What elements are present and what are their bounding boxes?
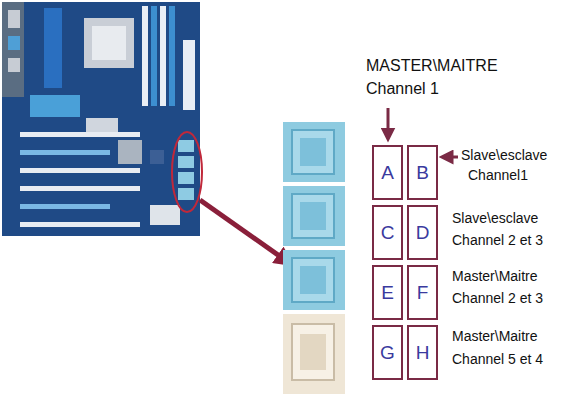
channel-label: Channel 1 [366,80,439,98]
port-letter: H [416,342,430,364]
zoom-arrow [200,200,288,262]
channel-label: MASTER\MAITRE [366,57,498,75]
motherboard [2,2,200,236]
channel-label: Slave\esclave [452,210,538,226]
port-letter: F [417,282,429,304]
sata-port-box: A [372,145,403,200]
leader-arrow [443,156,458,159]
port-letter: D [416,222,430,244]
port-letter: E [381,282,394,304]
channel-label: Slave\esclave [461,147,547,163]
leader-arrow [387,108,390,138]
channel-label: Channel 2 et 3 [452,232,543,248]
sata-port-box: D [407,205,438,260]
sata-ports-zoom [283,122,345,394]
port-letter: B [416,162,429,184]
channel-label: Master\Maitre [452,268,538,284]
port-letter: C [381,222,395,244]
highlight-ellipse [172,132,202,212]
sata-port-box: B [407,145,438,200]
port-letter: A [381,162,394,184]
sata-port-box: C [372,205,403,260]
sata-port-box: G [372,325,403,380]
channel-label: Channel 5 et 4 [452,351,543,367]
channel-label: Channel1 [468,167,528,183]
channel-label: Channel 2 et 3 [452,290,543,306]
sata-port-box: E [372,265,403,320]
port-letter: G [380,342,395,364]
sata-port-box: F [407,265,438,320]
channel-label: Master\Maitre [452,328,538,344]
sata-port-box: H [407,325,438,380]
